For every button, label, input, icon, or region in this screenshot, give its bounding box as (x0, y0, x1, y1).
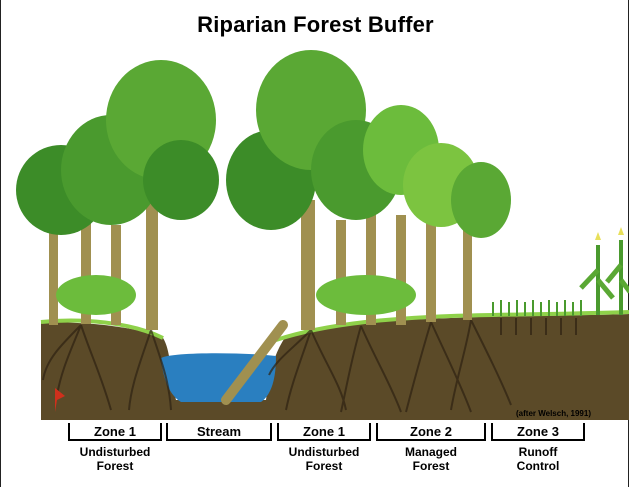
zone-label: Zone 1 (70, 424, 160, 439)
zone-label: Zone 1 (279, 424, 369, 439)
citation: (after Welsch, 1991) (516, 409, 591, 418)
zone-1-right: Zone 1 Undisturbed Forest (277, 423, 371, 473)
zone-desc-line: Runoff (491, 445, 585, 459)
zone-desc-line: Undisturbed (277, 445, 371, 459)
zone-desc-line: Forest (376, 459, 486, 473)
zone-1-left: Zone 1 Undisturbed Forest (68, 423, 162, 473)
zone-3: Zone 3 Runoff Control (491, 423, 585, 473)
zone-stream: Stream (166, 423, 272, 441)
zone-label: Stream (168, 424, 270, 439)
zone-2: Zone 2 Managed Forest (376, 423, 486, 473)
zone-desc-line: Control (491, 459, 585, 473)
zone-desc-line: Forest (277, 459, 371, 473)
zone-label: Zone 2 (378, 424, 484, 439)
zone-desc-line: Managed (376, 445, 486, 459)
corn-plants (581, 227, 629, 315)
zone-desc-line: Forest (68, 459, 162, 473)
zone-desc-line: Undisturbed (68, 445, 162, 459)
zone-label: Zone 3 (493, 424, 583, 439)
